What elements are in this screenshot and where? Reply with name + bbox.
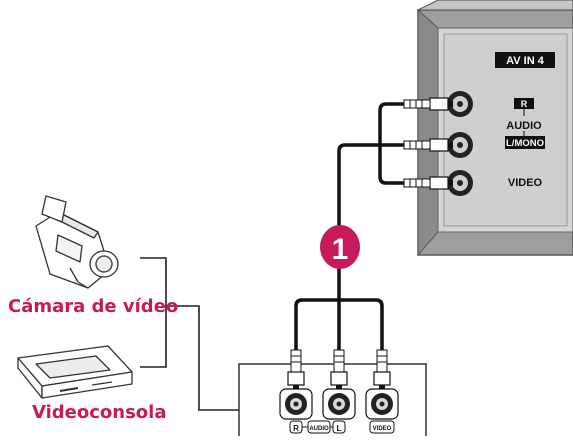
panel-plug-video: [403, 176, 453, 190]
source-plug-l: [330, 349, 348, 390]
panel-audio-text: AUDIO: [506, 120, 542, 132]
callout-badge: 1: [320, 225, 360, 269]
panel-lmono-text: L/MONO: [506, 138, 544, 149]
av-cable: [294, 102, 404, 352]
device-bracket: [140, 257, 239, 411]
panel-plug-l: [403, 138, 453, 152]
callout-number: 1: [332, 233, 349, 266]
panel-r-text: R: [521, 99, 528, 109]
panel-jack-l: [447, 132, 473, 158]
source-plug-video: [373, 349, 391, 390]
panel-lmono-badge: L/MONO: [505, 136, 545, 149]
source-jack-video: [365, 388, 399, 420]
panel-r-badge: R: [514, 98, 534, 109]
source-label-r: R: [289, 420, 303, 434]
source-jack-l: [322, 388, 356, 420]
panel-av-in-4-text: AV IN 4: [506, 55, 545, 67]
source-r-text: R: [293, 424, 299, 433]
source-label-audio: AUDIO: [307, 420, 331, 434]
source-audio-text: AUDIO: [309, 426, 329, 432]
panel-video-text: VIDEO: [508, 177, 543, 189]
game-console-icon: [17, 345, 133, 399]
camcorder-icon: [35, 195, 119, 289]
panel-plug-r: [403, 97, 453, 111]
camera-label: Cámara de vídeo: [8, 296, 179, 317]
source-plug-r: [287, 349, 305, 390]
source-jack-r: [279, 388, 313, 420]
panel-jack-video: [447, 170, 473, 196]
source-label-l: L: [332, 420, 346, 434]
console-label: Videoconsola: [32, 402, 167, 423]
panel-av-in-4-badge: AV IN 4: [495, 52, 555, 68]
source-label-video: VIDEO: [369, 420, 395, 434]
source-video-text: VIDEO: [373, 426, 392, 432]
source-l-text: L: [337, 424, 342, 433]
panel-jack-r: [447, 91, 473, 117]
tv-side-panel: [417, 0, 573, 257]
